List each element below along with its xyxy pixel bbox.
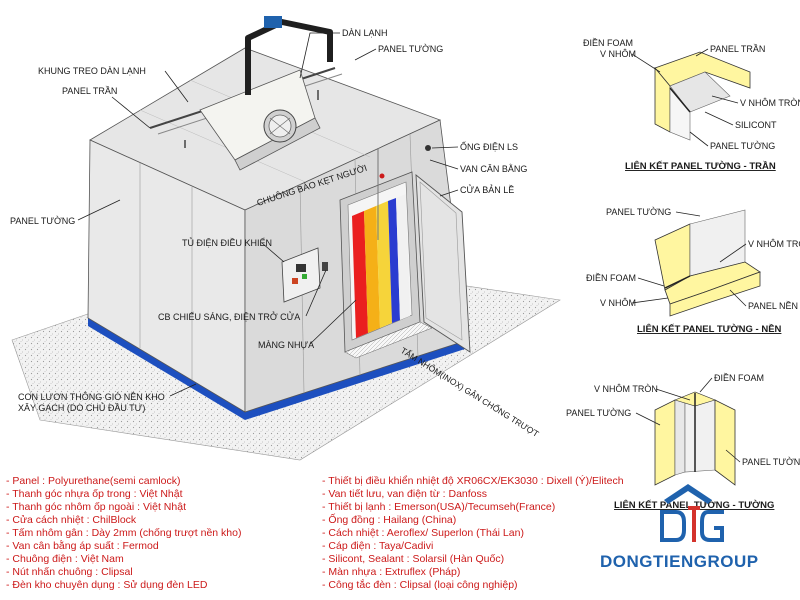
label-con-luon-1: CON LƯƠN THÔNG GIÓ NỀN KHO	[18, 392, 165, 402]
label-van-can-bang: VAN CÂN BẰNG	[460, 164, 527, 174]
alarm-bell	[379, 173, 385, 179]
d2-v-nhom: V NHÔM	[600, 298, 636, 308]
detail-wall-ceiling: ĐIỀN FOAM V NHÔM PANEL TRẦN V NHÔM TRÒN …	[583, 38, 800, 172]
d1-dien-foam: ĐIỀN FOAM	[583, 38, 633, 48]
label-ong-dien: ỐNG ĐIỆN LS	[460, 141, 518, 152]
spec-item: - Cáp điện : Taya/Cadivi	[322, 540, 434, 552]
control-cabinet	[281, 247, 321, 303]
label-panel-tuong-left: PANEL TƯỜNG	[10, 216, 75, 226]
d1-panel-tran: PANEL TRẦN	[710, 44, 765, 54]
plastic-curtain	[352, 194, 410, 338]
d3-dien-foam: ĐIỀN FOAM	[714, 373, 764, 383]
label-tu-dien: TỦ ĐIỆN ĐIỀU KHIỂN	[182, 237, 272, 248]
spec-item: - Thiết bị điều khiển nhiệt độ XR06CX/EK…	[322, 475, 624, 487]
d1-v-nhom-tron: V NHÔM TRÒN	[740, 98, 800, 108]
spec-item: - Nút nhấn chuông : Clipsal	[6, 566, 133, 578]
spec-item: - Thanh góc nhôm ốp ngoài : Việt Nhật	[6, 501, 186, 513]
spec-item: - Ống đồng : Hailang (China)	[322, 514, 457, 526]
label-dan-lanh: DÀN LẠNH	[342, 28, 388, 38]
spec-item: - Đèn kho chuyên dụng : Sử dụng đèn LED	[6, 579, 208, 591]
d2-dien-foam: ĐIỀN FOAM	[586, 273, 636, 283]
evaporator-unit	[199, 16, 333, 171]
spec-item: - Cách nhiệt : Aeroflex/ Superlon (Thái …	[322, 527, 524, 539]
spec-item: - Van cân bằng áp suất : Fermod	[6, 540, 159, 552]
spec-item: - Thiết bị lạnh : Emerson(USA)/Tecumseh(…	[322, 501, 556, 513]
d3-title: LIÊN KẾT PANEL TƯỜNG - TƯỜNG	[614, 499, 774, 511]
d1-silicont: SILICONT	[735, 120, 777, 130]
d1-title: LIÊN KẾT PANEL TƯỜNG - TRẦN	[625, 160, 776, 172]
spec-list-right: - Thiết bị điều khiển nhiệt độ XR06CX/EK…	[322, 475, 624, 592]
door-threshold-plate	[344, 321, 433, 359]
floor-base-trim	[88, 318, 468, 420]
spec-item: - Tấm nhôm gân : Dày 2mm (chống trượt nề…	[6, 527, 242, 539]
spec-list-left: - Panel : Polyurethane(semi camlock) - T…	[6, 475, 241, 592]
label-mang-nhua: MÀNG NHỰA	[258, 340, 314, 350]
d1-panel-tuong: PANEL TƯỜNG	[710, 141, 775, 151]
spec-item: - Chuông điện : Việt Nam	[6, 553, 124, 565]
detail-wall-wall: V NHÔM TRÒN ĐIỀN FOAM PANEL TƯỜNG PANEL …	[566, 373, 800, 511]
label-con-luon-2: XÂY GẠCH (DO CHỦ ĐẦU TƯ)	[18, 402, 145, 413]
brand-name: DONGTIENGROUP	[600, 552, 759, 571]
d3-v-nhom-tron: V NHÔM TRÒN	[594, 384, 658, 394]
spec-item: - Thanh góc nhựa ốp trong : Việt Nhật	[6, 488, 183, 500]
d3-panel-tuong-l: PANEL TƯỜNG	[566, 408, 631, 418]
detail-wall-floor: PANEL TƯỜNG V NHÔM TRÒN ĐIỀN FOAM V NHÔM…	[586, 207, 800, 335]
label-panel-tran: PANEL TRẦN	[62, 86, 117, 96]
electrical-conduit	[377, 145, 431, 240]
label-cua-ban-le: CỬA BẢN LỀ	[460, 184, 514, 195]
dtg-logo-icon	[660, 484, 724, 542]
spec-item: - Màn nhựa : Extruflex (Pháp)	[322, 566, 461, 578]
spec-item: - Công tắc đèn : Clipsal (loại công nghi…	[322, 579, 518, 591]
d3-panel-tuong-r: PANEL TƯỜNG	[742, 457, 800, 467]
hinged-door	[415, 174, 471, 353]
d2-v-nhom-tron: V NHÔM TRÒN	[748, 239, 800, 249]
d2-title: LIÊN KẾT PANEL TƯỜNG - NỀN	[637, 323, 782, 335]
d2-panel-nen: PANEL NỀN	[748, 301, 798, 311]
spec-item: - Panel : Polyurethane(semi camlock)	[6, 475, 181, 487]
label-panel-tuong-top: PANEL TƯỜNG	[378, 44, 443, 54]
spec-item: - Silicont, Sealant : Solarsil (Hàn Quốc…	[322, 553, 505, 565]
label-cb-chieu-sang: CB CHIẾU SÁNG, ĐIỆN TRỞ CỬA	[158, 311, 300, 322]
spec-item: - Cửa cách nhiệt : ChilBlock	[6, 514, 137, 526]
label-tam-nhom: TẤM NHÔM(INOX) GÂN CHỐNG TRƯỢT	[399, 344, 541, 439]
d2-panel-tuong: PANEL TƯỜNG	[606, 207, 671, 217]
lighting-breaker	[322, 262, 328, 271]
d1-v-nhom: V NHÔM	[600, 49, 636, 59]
label-khung-treo: KHUNG TREO DÀN LẠNH	[38, 66, 146, 76]
spec-item: - Van tiết lưu, van điện từ : Danfoss	[322, 488, 488, 500]
